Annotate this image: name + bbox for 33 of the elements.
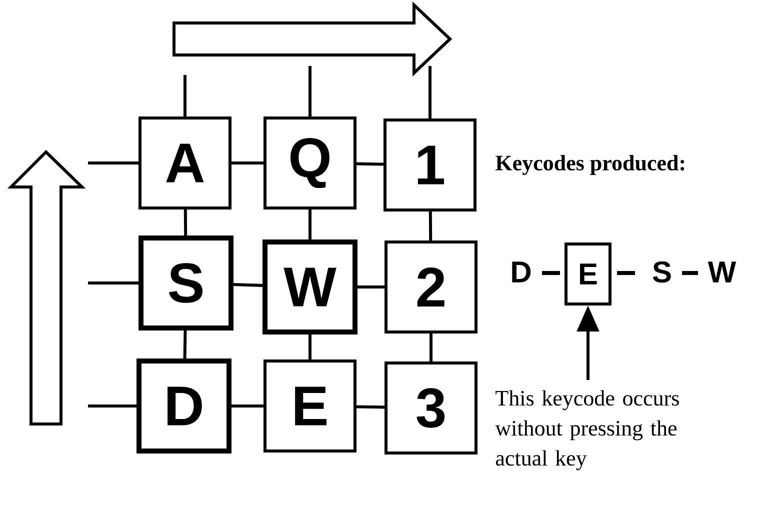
sequence-letter: W [708,262,736,282]
wire [232,162,264,164]
key-box: E [264,360,356,452]
wire [428,211,432,240]
wire [430,334,432,362]
wire [358,286,384,288]
wire [88,162,138,164]
sequence-letter: D [512,262,531,282]
wire [232,404,264,408]
wire [308,66,312,116]
caption-text: This keycode occurs without pressing the actual key [495,390,679,470]
key-box: D [136,358,232,454]
wire [88,404,136,408]
key-box: A [138,116,232,210]
key-box: 2 [384,240,478,334]
key-box: 1 [384,118,476,212]
wire [308,334,312,360]
wire [184,75,186,116]
wire [183,330,187,359]
heading: Keycodes produced: [496,155,684,175]
highlighted-key-box: E [564,242,612,306]
key-box: Q [264,116,356,210]
key-box: 3 [384,362,478,454]
wire [184,209,188,236]
wire [428,66,432,118]
sequence-letter: S [652,261,671,283]
wire [233,283,263,287]
key-box: S [138,236,234,330]
wire [88,282,138,284]
wire [308,210,312,240]
wire [356,405,385,409]
wire [356,162,384,166]
key-box: W [262,240,358,334]
